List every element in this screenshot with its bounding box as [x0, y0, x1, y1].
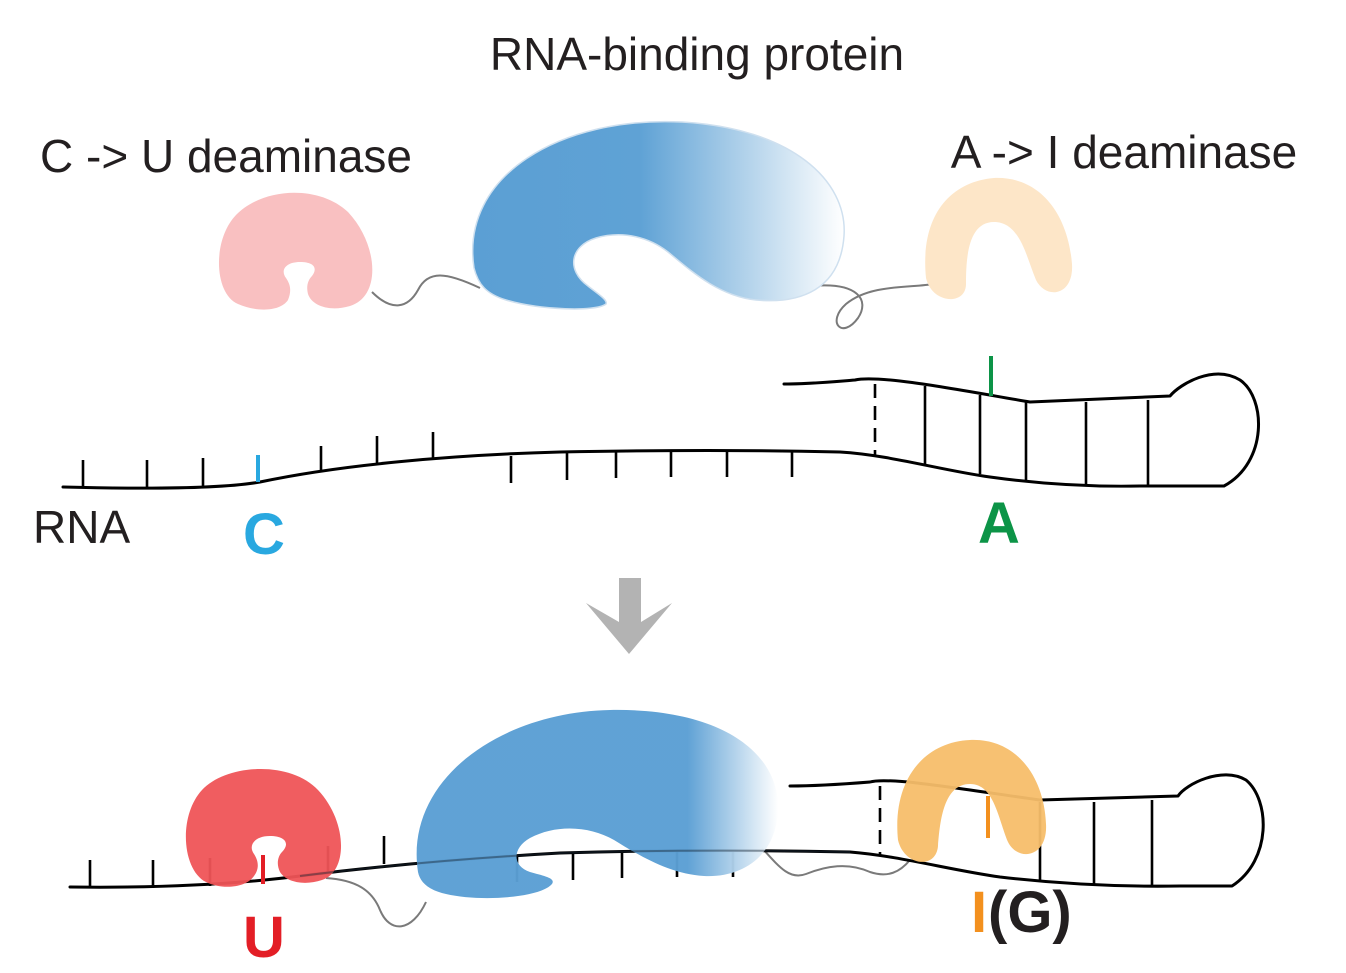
c-base-label: C	[243, 502, 285, 567]
i-base-label: I	[971, 880, 987, 945]
rna-label: RNA	[33, 501, 130, 553]
down-arrow-icon	[586, 578, 672, 654]
c-to-u-deaminase-active-shape	[185, 768, 342, 887]
a-base-label: A	[978, 491, 1020, 556]
c-to-u-deaminase-label: C -> U deaminase	[40, 130, 412, 182]
rbp-active-shape	[416, 709, 779, 899]
linker-bottom-left	[325, 877, 427, 928]
rna-ticks-top	[81, 384, 1150, 488]
before-panel: RNA-binding protein C -> U deaminase A -…	[33, 28, 1297, 567]
linker-top-left	[371, 274, 481, 307]
a-to-i-deaminase-active-shape	[897, 739, 1047, 862]
rbp-label: RNA-binding protein	[490, 28, 904, 80]
linker-top-right	[811, 283, 935, 330]
rna-strand-overlay	[299, 849, 851, 877]
linker-bottom-right	[761, 847, 911, 877]
after-panel: U I (G)	[68, 709, 1265, 970]
a-to-i-deaminase-shape	[925, 177, 1073, 300]
a-to-i-deaminase-label: A -> I deaminase	[951, 126, 1297, 178]
g-equivalent-label: (G)	[988, 880, 1072, 945]
u-base-label: U	[243, 905, 285, 968]
rbp-shape	[471, 120, 845, 310]
rna-strand-top	[61, 372, 1260, 490]
c-to-u-deaminase-shape	[218, 192, 373, 310]
